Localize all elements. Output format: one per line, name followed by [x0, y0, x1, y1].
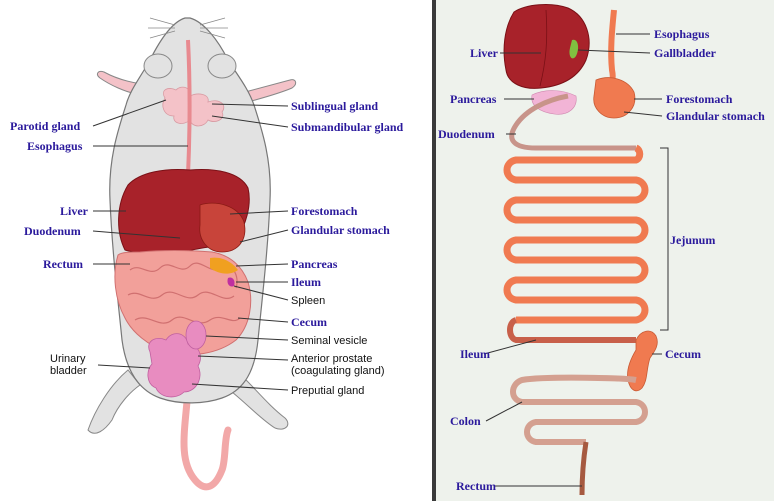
right-front-paw	[245, 80, 296, 102]
label-forestomach: Forestomach	[291, 204, 358, 218]
label-forestomach-right: Forestomach	[666, 92, 733, 106]
label-anterior-prostate-2: (coagulating gland)	[291, 365, 385, 377]
label-ileum-right: Ileum	[460, 347, 490, 361]
leader-colon-right	[486, 402, 522, 421]
label-liver-right: Liver	[470, 46, 499, 60]
label-liver: Liver	[60, 204, 89, 218]
leader-glandular-right	[624, 112, 662, 116]
label-glandular-stomach: Glandular stomach	[291, 223, 390, 237]
mouse-anatomy-panel: Parotid gland Esophagus Liver Duodenum R…	[0, 0, 432, 501]
label-colon-right: Colon	[450, 414, 481, 428]
colon-right	[513, 378, 645, 442]
label-urinary-bladder-1: Urinary	[50, 353, 86, 365]
label-preputial-gland: Preputial gland	[291, 385, 364, 397]
jejunum-bracket	[660, 148, 668, 330]
label-duodenum: Duodenum	[24, 224, 81, 238]
pancreas-organ-right	[532, 91, 577, 115]
label-cecum: Cecum	[291, 315, 327, 329]
label-anterior-prostate-1: Anterior prostate	[291, 353, 372, 365]
label-urinary-bladder-2: bladder	[50, 365, 87, 377]
label-esophagus-right: Esophagus	[654, 27, 710, 41]
leader-ileum-right	[484, 340, 536, 354]
left-hind-foot	[88, 370, 140, 433]
mouse-anatomy-diagram: Parotid gland Esophagus Liver Duodenum R…	[0, 0, 432, 501]
label-jejunum-right: Jejunum	[670, 233, 715, 247]
label-cecum-right: Cecum	[665, 347, 701, 361]
left-ear	[144, 54, 172, 78]
label-esophagus: Esophagus	[27, 139, 83, 153]
esophagus-right	[608, 10, 614, 86]
label-pancreas-right: Pancreas	[450, 92, 497, 106]
seminal-vesicle-organ	[186, 321, 206, 349]
label-seminal-vesicle: Seminal vesicle	[291, 335, 367, 347]
tail	[184, 390, 228, 487]
label-sublingual-gland: Sublingual gland	[291, 99, 378, 113]
label-rectum-right: Rectum	[456, 479, 496, 493]
label-rectum: Rectum	[43, 257, 83, 271]
label-pancreas: Pancreas	[291, 257, 338, 271]
label-submandibular-gland: Submandibular gland	[291, 120, 403, 134]
jejunum-right	[507, 148, 645, 320]
label-duodenum-right: Duodenum	[438, 127, 495, 141]
rectum-right	[582, 442, 586, 495]
label-glandular-stomach-right: Glandular stomach	[666, 109, 765, 123]
label-parotid-gland: Parotid gland	[10, 119, 80, 133]
digestive-tract-diagram: Esophagus Gallbladder Liver Pancreas For…	[436, 0, 774, 501]
esophagus-organ	[188, 40, 190, 175]
digestive-tract-panel: Esophagus Gallbladder Liver Pancreas For…	[436, 0, 774, 501]
right-ear	[208, 54, 236, 78]
label-spleen: Spleen	[291, 295, 325, 307]
label-gallbladder-right: Gallbladder	[654, 46, 717, 60]
stomach-organ-right	[594, 78, 635, 118]
label-ileum: Ileum	[291, 275, 321, 289]
